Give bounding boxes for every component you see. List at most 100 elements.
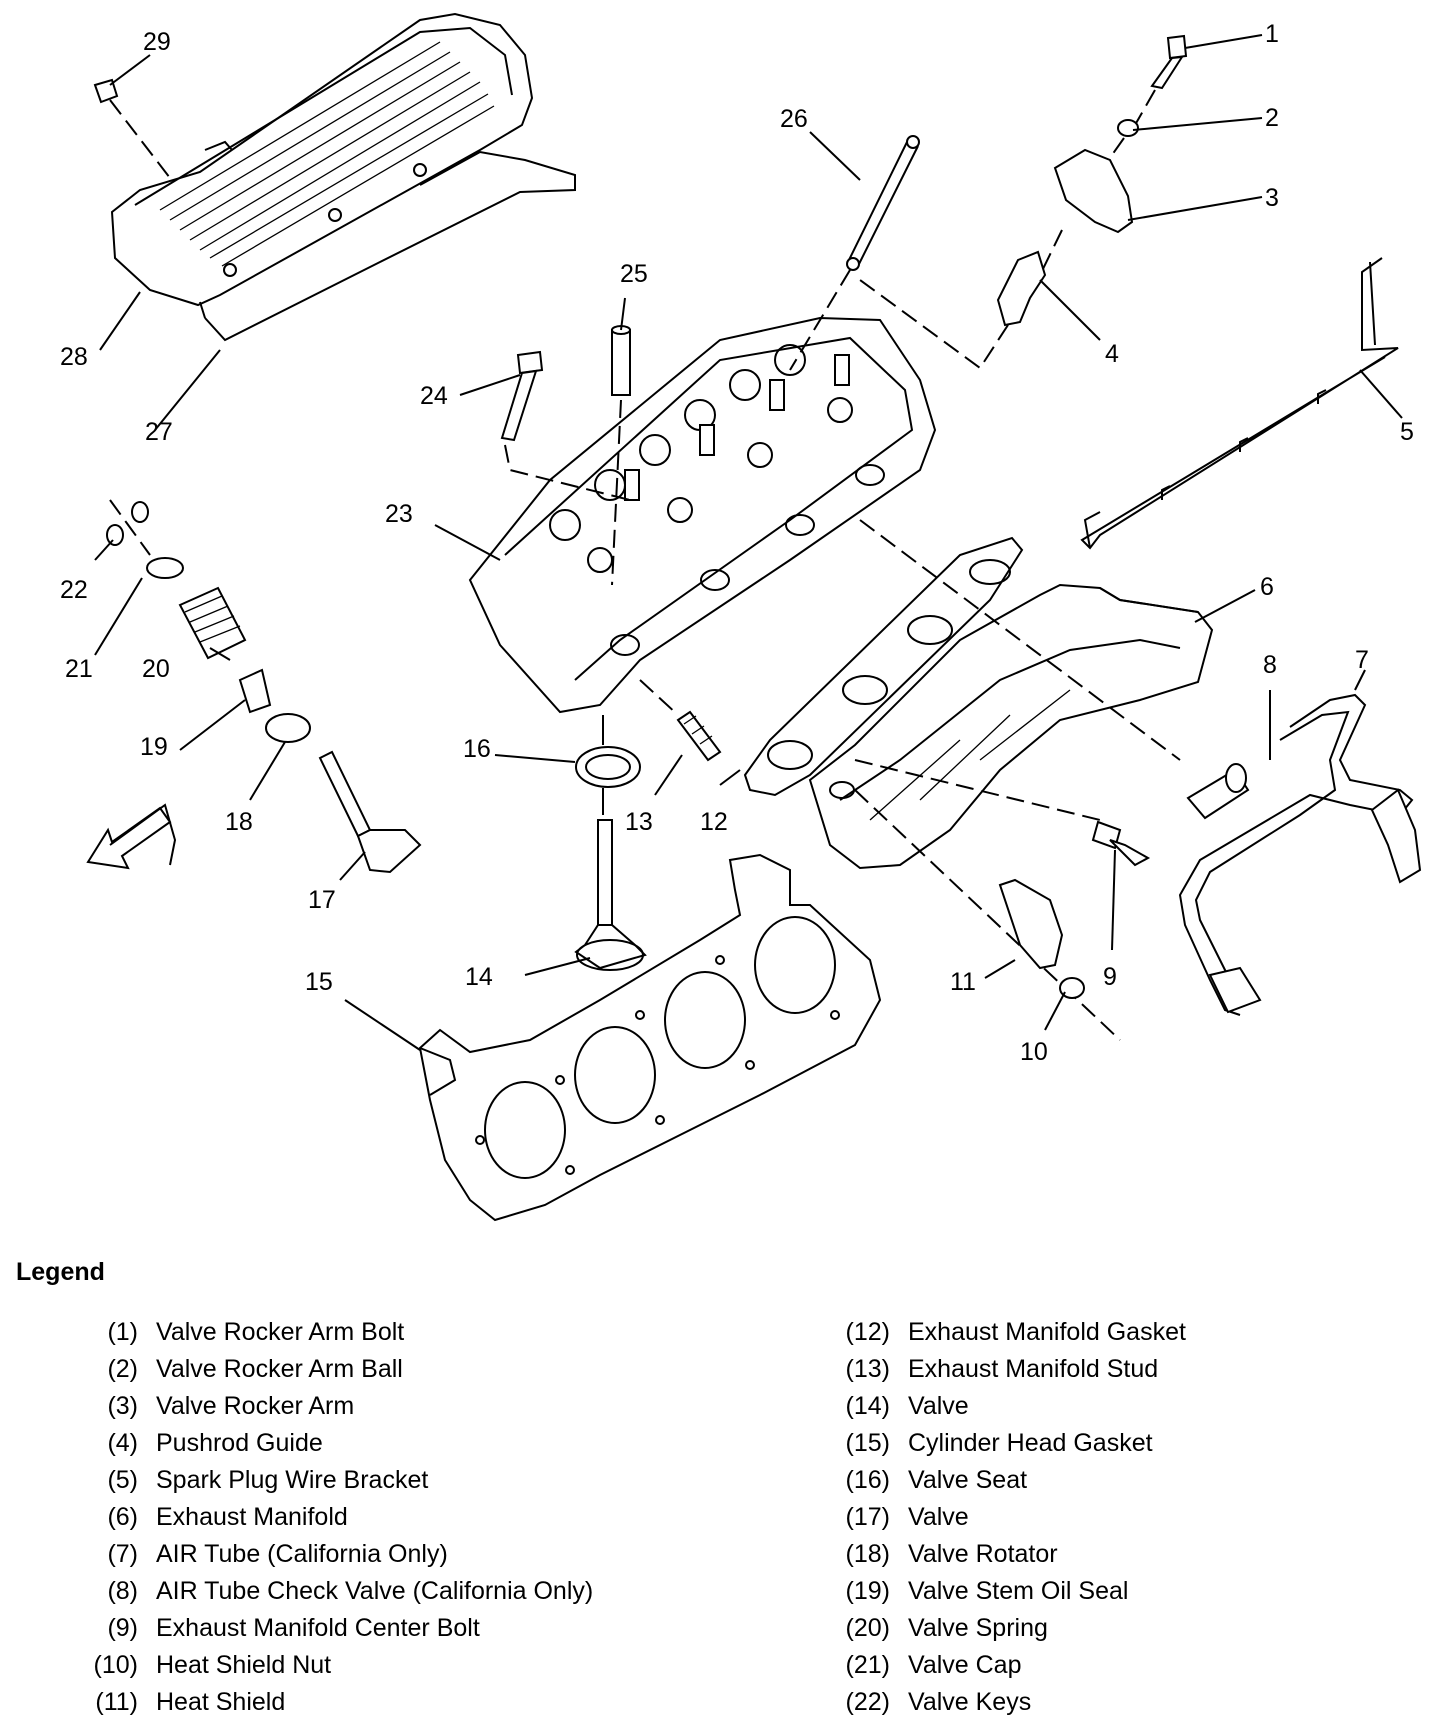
legend-label: Valve <box>908 1503 969 1531</box>
air-check-valve-part <box>1186 763 1250 820</box>
callout-8: 8 <box>1263 651 1277 679</box>
legend-item: (2) Valve Rocker Arm Ball <box>66 1354 402 1384</box>
callout-3: 3 <box>1265 184 1279 212</box>
legend-item: (21) Valve Cap <box>818 1650 1022 1680</box>
callout-1: 1 <box>1265 20 1279 48</box>
callout-18: 18 <box>225 808 253 836</box>
legend-label: Cylinder Head Gasket <box>908 1429 1153 1457</box>
legend-item: (17) Valve <box>818 1502 969 1532</box>
legend-label: Exhaust Manifold Gasket <box>908 1318 1186 1346</box>
front-direction-arrow-icon <box>86 803 177 870</box>
legend-number: (4) <box>107 1429 138 1457</box>
legend-number: (21) <box>845 1651 890 1679</box>
legend-item: (16)Valve Seat <box>818 1465 1028 1495</box>
legend-item: (10)Heat Shield Nut <box>66 1650 332 1680</box>
legend-item: (9) Exhaust Manifold Center Bolt <box>66 1613 479 1643</box>
legend-item: (12) Exhaust Manifold Gasket <box>818 1317 1186 1347</box>
legend-label: Exhaust Manifold <box>156 1503 348 1531</box>
legend-number: (8) <box>107 1577 138 1605</box>
callout-6: 6 <box>1260 573 1274 601</box>
legend-number: (22) <box>845 1688 890 1716</box>
legend-label: Valve <box>908 1392 969 1420</box>
rocker-cover-gasket-part <box>199 150 576 342</box>
callout-22: 22 <box>60 576 88 604</box>
legend-number: (13) <box>845 1355 890 1383</box>
legend-number: (2) <box>107 1355 138 1383</box>
spark-plug-wire-bracket-part <box>1080 257 1399 550</box>
callout-leader-lines <box>94 34 1403 1051</box>
intake-valve-part <box>574 819 647 971</box>
legend-item: (13) Exhaust Manifold Stud <box>818 1354 1159 1384</box>
legend-label: Valve Rocker Arm Ball <box>156 1355 403 1383</box>
legend-item: (8) AIR Tube Check Valve (California Only… <box>66 1576 593 1606</box>
callout-16: 16 <box>463 735 491 763</box>
legend-number: (12) <box>845 1318 890 1346</box>
legend-number: (14) <box>845 1392 890 1420</box>
legend-label: Pushrod Guide <box>156 1429 323 1457</box>
legend-item: (14) Valve <box>818 1391 969 1421</box>
head-bolt-part <box>500 350 631 501</box>
legend-number: (19) <box>845 1577 890 1605</box>
callout-25: 25 <box>620 260 648 288</box>
legend-label: Exhaust Manifold Stud <box>908 1355 1159 1383</box>
legend-number: (6) <box>107 1503 138 1531</box>
exhaust-manifold-stud-part <box>639 679 722 762</box>
callout-2: 2 <box>1265 104 1279 132</box>
callout-9: 9 <box>1103 963 1117 991</box>
air-tube-part <box>1178 693 1422 1016</box>
exploded-parts-diagram: 1 2 3 4 5 6 7 8 9 10 11 12 13 14 15 16 1… <box>60 12 1422 1222</box>
callout-21: 21 <box>65 655 93 683</box>
pushrod-part <box>789 135 920 371</box>
cover-bolt-part <box>93 78 171 179</box>
legend-item: (4) Pushrod Guide <box>66 1428 322 1458</box>
valve-train-left-part <box>106 499 422 874</box>
legend-label: Valve Rocker Arm Bolt <box>156 1318 405 1346</box>
exhaust-manifold-center-bolt-part <box>854 759 1151 867</box>
heat-shield-part <box>854 789 1121 1041</box>
legend-number: (18) <box>845 1540 890 1568</box>
legend-label: Spark Plug Wire Bracket <box>156 1466 429 1494</box>
callout-24: 24 <box>420 382 448 410</box>
valve-guide-part <box>611 325 631 586</box>
legend-item: (15) Cylinder Head Gasket <box>818 1428 1153 1458</box>
callout-10: 10 <box>1020 1038 1048 1066</box>
callout-26: 26 <box>780 105 808 133</box>
legend-number: (3) <box>107 1392 138 1420</box>
legend-number: (1) <box>107 1318 138 1346</box>
rocker-arm-assembly-part <box>859 34 1188 370</box>
callout-19: 19 <box>140 733 168 761</box>
exhaust-manifold-part <box>808 583 1214 870</box>
legend-label: Valve Stem Oil Seal <box>908 1577 1129 1605</box>
legend-title: Legend <box>16 1258 105 1286</box>
legend-item: (22)Valve Keys <box>818 1687 1032 1717</box>
legend-number: (11) <box>95 1688 138 1716</box>
legend-label: Valve Rocker Arm <box>156 1392 355 1420</box>
legend-item: (7)AIR Tube (California Only) <box>66 1539 447 1569</box>
legend-number: (15) <box>845 1429 890 1457</box>
legend-label: Heat Shield Nut <box>156 1651 332 1679</box>
callout-28: 28 <box>60 343 88 371</box>
legend-label: Valve Cap <box>908 1651 1022 1679</box>
legend-label: AIR Tube Check Valve (California Only) <box>156 1577 594 1605</box>
legend-label: Exhaust Manifold Center Bolt <box>156 1614 480 1642</box>
callout-23: 23 <box>385 500 413 528</box>
callout-29: 29 <box>143 28 171 56</box>
legend-number: (17) <box>845 1503 890 1531</box>
callout-13: 13 <box>625 808 653 836</box>
callout-numbers: 1 2 3 4 5 6 7 8 9 10 11 12 13 14 15 16 1… <box>60 20 1414 1066</box>
legend-number: (5) <box>107 1466 138 1494</box>
legend-number: (7) <box>107 1540 138 1568</box>
legend-item: (3) Valve Rocker Arm <box>66 1391 354 1421</box>
legend-number: (9) <box>107 1614 138 1642</box>
callout-15: 15 <box>305 968 333 996</box>
callout-17: 17 <box>308 886 336 914</box>
callout-7: 7 <box>1355 646 1369 674</box>
legend-label: Valve Spring <box>908 1614 1048 1642</box>
legend-number: (16) <box>845 1466 890 1494</box>
legend-item: (18) Valve Rotator <box>818 1539 1058 1569</box>
exhaust-manifold-gasket-part <box>743 536 1024 797</box>
legend-label: Valve Rotator <box>908 1540 1058 1568</box>
cylinder-head-part <box>468 316 937 714</box>
callout-5: 5 <box>1400 418 1414 446</box>
manifold-alignment-line <box>859 519 1181 761</box>
